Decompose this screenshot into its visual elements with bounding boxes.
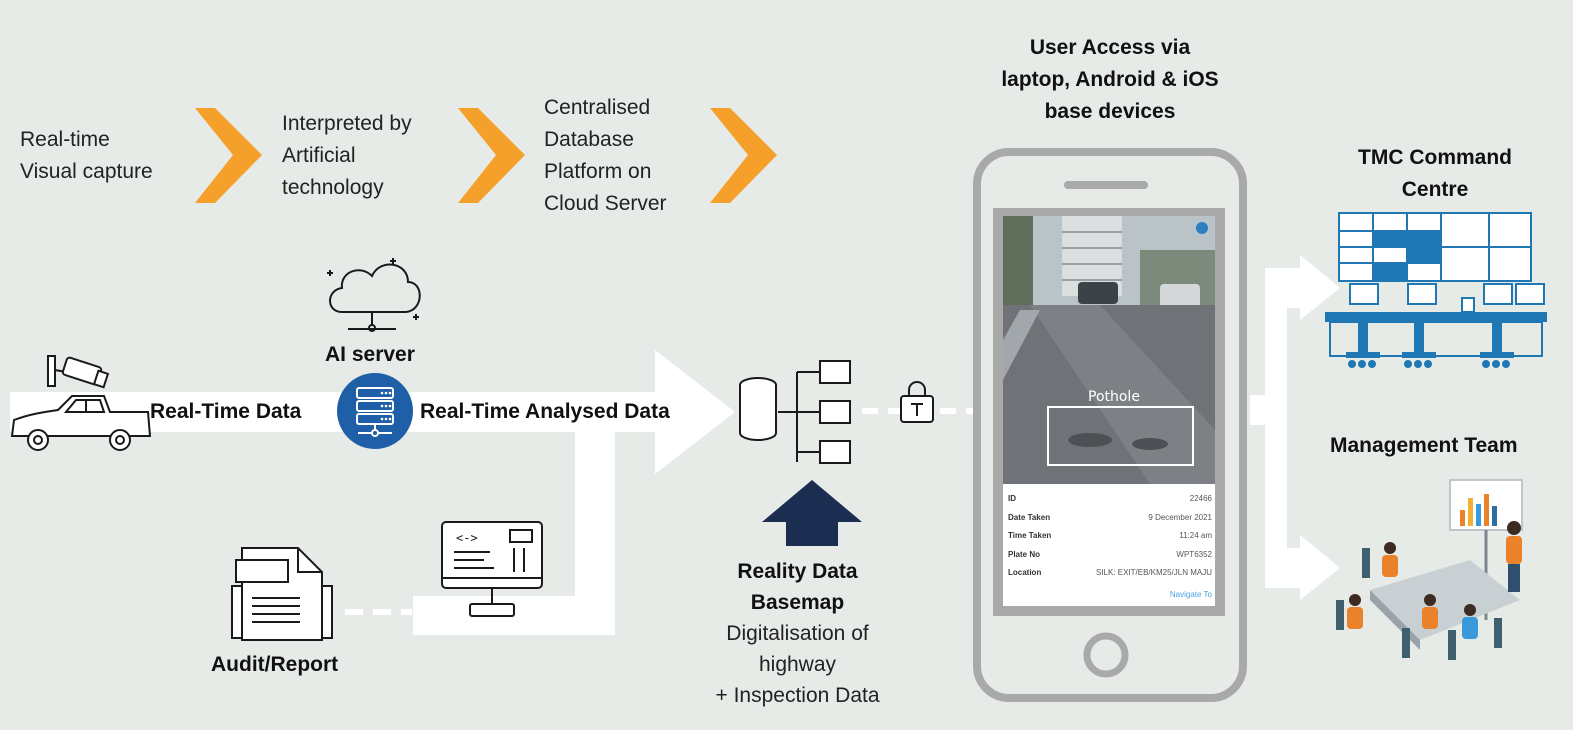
distribution-vertical xyxy=(1265,280,1287,580)
detail-row: Plate No WPT6352 xyxy=(1008,546,1212,565)
document-icon xyxy=(231,547,333,641)
detail-value: SILK: EXIT/EB/KM25/JLN MAJU xyxy=(1095,568,1212,577)
detail-row: ID 22466 xyxy=(1008,490,1212,509)
detail-value: WPT6352 xyxy=(1176,549,1212,559)
command-centre-icon xyxy=(1325,212,1547,368)
pickup-truck-icon xyxy=(10,395,152,451)
analysed-data-label: Real-Time Analysed Data xyxy=(420,400,670,423)
ai-cloud-icon xyxy=(327,258,421,332)
detail-value: 9 December 2021 xyxy=(1148,512,1212,522)
meeting-illustration xyxy=(1336,479,1523,660)
basemap-title-line: Reality Data xyxy=(737,560,858,583)
database-icon xyxy=(739,360,851,464)
phone-road-photo xyxy=(1003,216,1215,484)
server-icon xyxy=(337,373,413,449)
detail-value: 11:24 am xyxy=(1179,531,1212,540)
basemap-up-arrow xyxy=(762,480,862,546)
chevron-icon xyxy=(710,108,777,203)
step-line: Database xyxy=(544,128,634,151)
arrow-to-management xyxy=(1265,535,1340,600)
basemap-title-line: Basemap xyxy=(750,591,845,614)
step-line: Real-time xyxy=(20,128,110,151)
detail-row: Date Taken 9 December 2021 xyxy=(1008,509,1212,528)
detail-value: 22466 xyxy=(1189,494,1212,503)
detail-row: Location SILK: EXIT/EB/KM25/JLN MAJU xyxy=(1008,564,1212,583)
distribution-trunk xyxy=(1250,395,1268,425)
detection-label: Pothole xyxy=(1088,389,1140,405)
basemap-desc-line: Digitalisation of xyxy=(726,622,869,645)
step-line: Visual capture xyxy=(20,160,153,183)
detail-key: Location xyxy=(1008,568,1042,577)
detail-key: Date Taken xyxy=(1008,512,1051,522)
tmc-title-block: TMC Command Centre xyxy=(1325,142,1545,206)
step-cloud-database: Centralised Database Platform on Cloud S… xyxy=(544,92,667,220)
user-access-line: laptop, Android & iOS xyxy=(1001,68,1219,91)
basemap-desc-line: + Inspection Data xyxy=(715,684,880,707)
step-line: Artificial xyxy=(282,144,356,167)
tmc-title-line: TMC Command xyxy=(1358,146,1512,169)
monitor-icon: <-> xyxy=(441,521,543,617)
management-team-label: Management Team xyxy=(1330,434,1518,457)
detail-key: Plate No xyxy=(1008,549,1041,559)
tmc-title-line: Centre xyxy=(1401,178,1469,201)
detail-key: ID xyxy=(1008,494,1016,503)
detail-row: Time Taken 11:24 am xyxy=(1008,527,1212,546)
phone-info-panel xyxy=(1003,484,1215,606)
lock-icon xyxy=(900,381,934,423)
chevron-icon xyxy=(195,108,262,203)
detail-key: Time Taken xyxy=(1008,531,1052,540)
camera-icon xyxy=(47,355,110,389)
basemap-desc-line: highway xyxy=(758,653,837,676)
navigate-link[interactable]: Navigate To xyxy=(1169,589,1212,599)
arrow-to-tmc xyxy=(1265,255,1340,320)
user-access-line: User Access via xyxy=(1029,36,1191,59)
user-access-block: User Access via laptop, Android & iOS ba… xyxy=(975,32,1245,128)
user-access-line: base devices xyxy=(1044,100,1176,123)
basemap-block: Reality Data Basemap Digitalisation of h… xyxy=(690,556,905,711)
step-line: Centralised xyxy=(544,96,651,119)
step-line: Cloud Server xyxy=(544,192,667,215)
realtime-data-label: Real-Time Data xyxy=(150,400,302,423)
step-line: Platform on xyxy=(544,160,652,183)
step-visual-capture: Real-time Visual capture xyxy=(20,124,153,188)
phone-detail-table: ID 22466 Date Taken 9 December 2021 Time… xyxy=(1008,490,1212,604)
step-line: technology xyxy=(282,176,384,199)
chevron-icon xyxy=(458,108,525,203)
step-line: Interpreted by xyxy=(282,112,412,135)
audit-report-label: Audit/Report xyxy=(211,653,339,676)
step-ai-interpretation: Interpreted by Artificial technology xyxy=(282,108,412,204)
svg-text:<->: <-> xyxy=(456,531,478,545)
ai-server-label: AI server xyxy=(325,343,415,366)
